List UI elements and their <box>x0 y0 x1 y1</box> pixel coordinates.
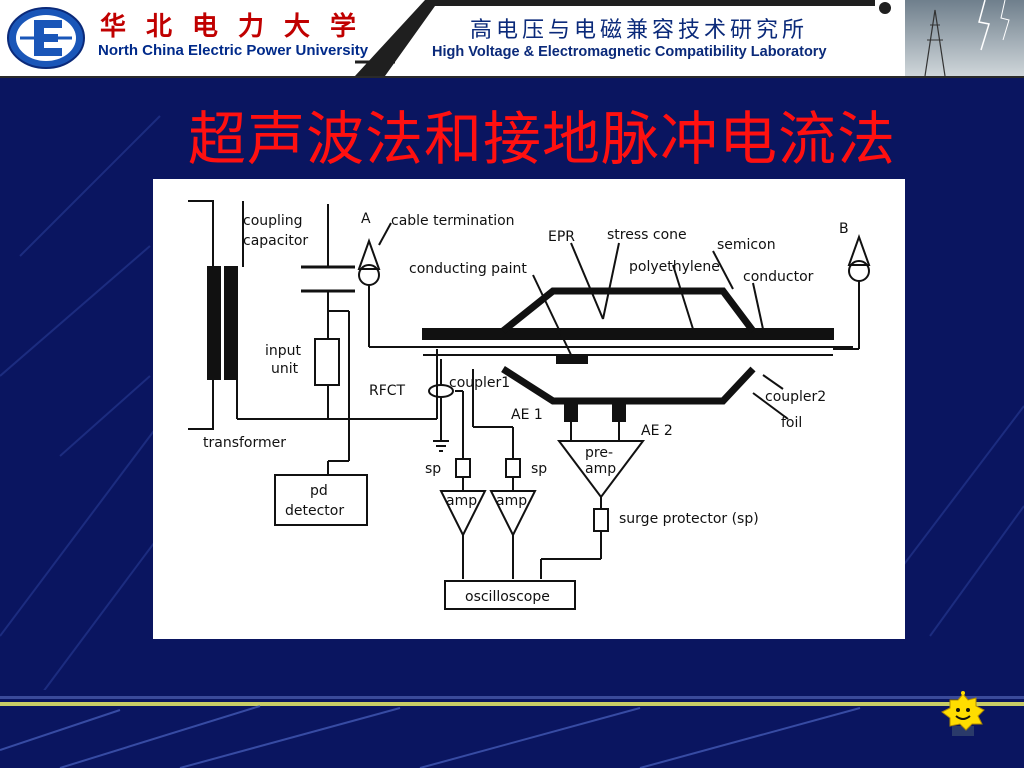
label-transformer: transformer <box>203 435 286 451</box>
label-rfct: RFCT <box>369 383 406 399</box>
label-pre: pre- <box>585 445 613 461</box>
label-oscilloscope: oscilloscope <box>465 589 550 605</box>
university-name-cn: 华北电力大学 <box>100 12 377 42</box>
label-sp-left: sp <box>425 461 441 477</box>
label-point-b: B <box>839 221 849 237</box>
lab-name-cn: 高电压与电磁兼容技术研究所 <box>470 18 809 43</box>
label-amp-pre: amp <box>585 461 616 477</box>
measurement-setup-diagram: coupling capacitor A cable termination E… <box>188 200 871 610</box>
footer-stripes <box>0 690 1024 768</box>
label-semicon: semicon <box>717 237 776 253</box>
label-unit: unit <box>271 361 299 377</box>
label-coupling: coupling <box>243 213 303 229</box>
header-banner: 华北电力大学 North China Electric Power Univer… <box>0 0 1024 78</box>
label-pd: pd <box>310 483 328 499</box>
label-sp-right: sp <box>531 461 547 477</box>
ncepu-logo-icon <box>7 7 85 69</box>
label-ae1: AE 1 <box>511 407 543 423</box>
label-capacitor: capacitor <box>243 233 308 249</box>
label-coupler2: coupler2 <box>765 389 826 405</box>
slide-title: 超声波法和接地脉冲电流法 <box>187 105 896 173</box>
label-detector: detector <box>285 503 344 519</box>
label-surge-protector: surge protector (sp) <box>619 511 759 527</box>
label-polyethylene: polyethylene <box>629 259 720 275</box>
label-amp-right: amp <box>496 493 527 509</box>
diagram-panel: coupling capacitor A cable termination E… <box>153 179 905 639</box>
label-conducting-paint: conducting paint <box>409 261 527 277</box>
header-divider-band <box>355 0 891 76</box>
lightning-photo <box>905 0 1024 76</box>
label-amp-left: amp <box>446 493 477 509</box>
lab-name-en: High Voltage & Electromagnetic Compatibi… <box>432 44 827 60</box>
label-conductor: conductor <box>743 269 814 285</box>
label-coupler1: coupler1 <box>449 375 510 391</box>
label-ae2: AE 2 <box>641 423 673 439</box>
label-input: input <box>265 343 302 359</box>
label-cable-termination: cable termination <box>391 213 515 229</box>
label-point-a: A <box>361 211 371 227</box>
university-name-en: North China Electric Power University <box>98 42 369 59</box>
label-epr: EPR <box>548 229 575 245</box>
label-foil: foil <box>781 415 802 431</box>
label-stress-cone: stress cone <box>607 227 687 243</box>
smiley-mascot-icon <box>941 691 985 736</box>
